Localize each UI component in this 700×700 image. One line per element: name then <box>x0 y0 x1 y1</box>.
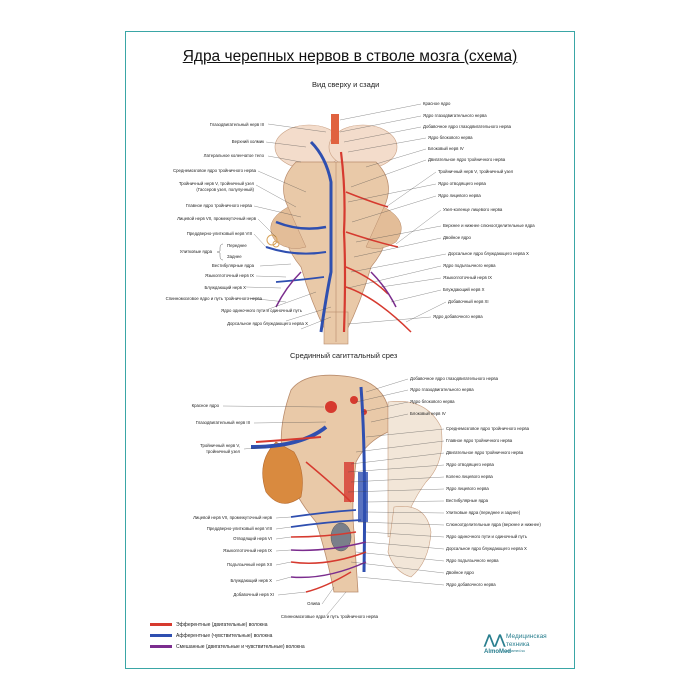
label-sag-left-vestibulocochlear: Преддверно-улитковый нерв VIII <box>206 526 272 531</box>
label-sag-right-principal-trigeminal: Главное ядро тройничного нерва <box>446 438 513 443</box>
legend-efferent-text: Эфферентные (двигательные) волокна <box>176 622 268 628</box>
label-left-spinal-trigeminal: Спинномозговое ядро и путь тройничного н… <box>165 296 262 301</box>
brand-url: almamed.su <box>506 649 526 653</box>
label-right-trigeminal-motor: Двигательное ядро тройничного нерва <box>428 157 506 162</box>
label-left-vestibular-nuclei: Вестибулярные ядра <box>211 263 254 268</box>
brainstem-illustrations <box>222 103 447 617</box>
legend-mixed: Смешанные (двигательные и чувствительные… <box>150 644 305 650</box>
label-sag-left-oculomotor: Глазодвигательный нерв III <box>195 420 250 425</box>
label-sag-left-red-nucleus: Красное ядро <box>191 403 219 408</box>
label-left-vagus: Блуждающий нерв X <box>204 285 247 290</box>
brand-line1: Медицинская <box>506 633 547 640</box>
label-sag-right-facial-genu: Колено лицевого нерва <box>446 474 493 479</box>
legend-afferent: Афферентные (чувствительные) волокна <box>150 633 272 639</box>
label-sag-left-glossopharyngeal: Языкоглоточный нерв IX <box>222 548 272 553</box>
label-sag-right-ambiguus: Двойное ядро <box>446 570 474 575</box>
label-left-trigeminal-ganglion: Тройничный нерв V, тройничный узел <box>178 181 254 186</box>
label-left-cochlear-anterior: Переднее <box>227 243 247 248</box>
label-sag-right-mesencephalic: Среднемозговое ядро тройничного нерва <box>446 426 529 431</box>
label-left-gasserian-ganglion: (Гассеров узел, полулунный) <box>196 187 254 192</box>
label-right-accessory-nucleus: Ядро добавочного нерва <box>433 314 483 319</box>
legend-mixed-swatch <box>150 645 172 649</box>
label-sag-left-spinal-trigeminal: Спинномозговые ядра и путь тройничного н… <box>280 614 378 619</box>
label-right-vagus: Блуждающий нерв X <box>443 287 485 292</box>
label-left-lateral-geniculate: Латеральное коленчатое тело <box>203 153 264 158</box>
label-sag-right-vestibular: Вестибулярные ядра <box>446 498 489 503</box>
label-right-trochlear-nucleus: Ядро блокового нерва <box>428 135 473 140</box>
label-right-dorsal-vagal: Дорсальное ядро блуждающего нерва X <box>448 251 529 256</box>
label-left-cochlear-nuclei: Улитковые ядра <box>179 249 212 254</box>
label-sag-right-cochlear: Улитковые ядра (переднее и заднее) <box>446 510 521 515</box>
legend-afferent-text: Афферентные (чувствительные) волокна <box>176 633 273 639</box>
leader-lines <box>245 103 447 330</box>
label-right-geniculate-ganglion: Узел-коленце лицевого нерва <box>443 207 503 212</box>
label-sag-left-hypoglossal: Подъязычный нерв XII <box>226 562 272 567</box>
label-sag-right-hypoglossal: Ядро подъязычного нерва <box>446 558 499 563</box>
label-sag-right-accessory-nucleus: Ядро добавочного нерва <box>446 582 496 587</box>
label-left-facial-nerve: Лицевой нерв VII, промежуточный нерв <box>177 216 256 221</box>
label-right-accessory-nerve: Добавочный нерв XI <box>448 299 489 304</box>
label-left-dorsal-vagal: Дорсальное ядро блуждающего нерва X <box>227 321 308 326</box>
label-left-solitary-nucleus: Ядро одиночного пути и одиночный путь <box>221 308 302 313</box>
label-sag-left-abducens: Отводящий нерв VI <box>233 536 272 541</box>
label-sag-right-trigeminal-motor: Двигательное ядро тройничного нерва <box>446 450 524 455</box>
label-left-vestibulocochlear: Преддверно-улитковый нерв VIII <box>186 231 252 236</box>
label-right-hypoglossal-nucleus: Ядро подъязычного нерва <box>443 263 496 268</box>
label-sag-right-oculomotor-nucleus: Ядро глазодвигательного нерва <box>410 387 474 392</box>
label-right-oculomotor-nucleus: Ядро глазодвигательного нерва <box>423 113 487 118</box>
cochlear-bracket <box>216 243 224 261</box>
legend-afferent-swatch <box>150 634 172 638</box>
label-left-mesencephalic-trigeminal: Среднемозговое ядро тройничного нерва <box>173 168 256 173</box>
label-right-trochlear-nerve: Блоковый нерв IV <box>428 146 464 151</box>
legend-efferent-swatch <box>150 623 172 627</box>
label-right-abducens-nucleus: Ядро отводящего нерва <box>438 181 486 186</box>
label-sag-left-facial: Лицевой нерв VII, промежуточный нерв <box>193 515 272 520</box>
sagittal-view-heading: Срединный сагиттальный срез <box>290 351 398 360</box>
label-left-glossopharyngeal: Языкоглоточный нерв IX <box>204 273 254 278</box>
sagittal-view-illustration <box>250 374 443 593</box>
label-right-accessory-oculomotor: Добавочное ядро глазодвигательного нерва <box>423 124 512 129</box>
label-sag-right-facial-nucleus: Ядро лицевого нерва <box>446 486 489 491</box>
label-sag-right-abducens-nucleus: Ядро отводящего нерва <box>446 462 494 467</box>
label-sag-right-salivatory: Слюноотделительные ядра (верхнее и нижне… <box>446 522 541 527</box>
label-left-superior-colliculus: Верхний холмик <box>231 139 264 144</box>
brand-line2: техника <box>506 641 530 648</box>
label-sag-right-trochlear-nucleus: Ядро блокового нерва <box>410 399 455 404</box>
label-right-red-nucleus: Красное ядро <box>423 101 451 106</box>
label-sag-left-vagus: Блуждающий нерв X <box>230 578 273 583</box>
legend-mixed-text: Смешанные (двигательные и чувствительные… <box>176 644 305 650</box>
dorsal-view-illustration <box>265 114 412 345</box>
label-sag-right-accessory-oculomotor: Добавочное ядро глазодвигательного нерва <box>410 376 499 381</box>
label-sag-left-accessory: Добавочный нерв XI <box>233 592 274 597</box>
label-sag-left-trigeminal-2: тройничный узел <box>205 449 240 454</box>
label-right-ambiguus: Двойное ядро <box>443 235 471 240</box>
label-sag-left-trigeminal-1: Тройничный нерв V, <box>200 443 240 448</box>
label-left-oculomotor-nerve: Глазодвигательный нерв III <box>209 122 264 127</box>
label-sag-right-solitary: Ядро одиночного пути и одиночный путь <box>446 534 527 539</box>
poster: Ядра черепных нервов в стволе мозга (схе… <box>125 31 575 669</box>
label-sag-right-dorsal-vagal: Дорсальное ядро блуждающего нерва X <box>446 546 527 551</box>
label-right-trigeminal-ganglion: Тройничный нерв V, тройничный узел <box>438 169 514 174</box>
dorsal-view-heading: Вид сверху и сзади <box>312 80 380 89</box>
label-sag-right-trochlear-nerve: Блоковый нерв IV <box>410 411 446 416</box>
brand-name: AlmoMed <box>484 649 511 655</box>
almamed-logo-icon: ⋀⋀ <box>484 632 506 647</box>
label-right-facial-nucleus: Ядро лицевого нерва <box>438 193 481 198</box>
label-left-cochlear-posterior: Заднее <box>227 254 242 259</box>
label-right-glossopharyngeal: Языкоглоточный нерв IX <box>443 275 493 280</box>
legend-efferent: Эфферентные (двигательные) волокна <box>150 622 267 628</box>
label-sag-left-olive: Олива <box>307 601 320 606</box>
label-left-principal-trigeminal: Главное ядро тройничного нерва <box>185 203 252 208</box>
label-right-salivatory-nuclei: Верхнее и нижнее слюноотделительные ядра <box>443 223 535 228</box>
page-title: Ядра черепных нервов в стволе мозга (схе… <box>182 48 518 65</box>
